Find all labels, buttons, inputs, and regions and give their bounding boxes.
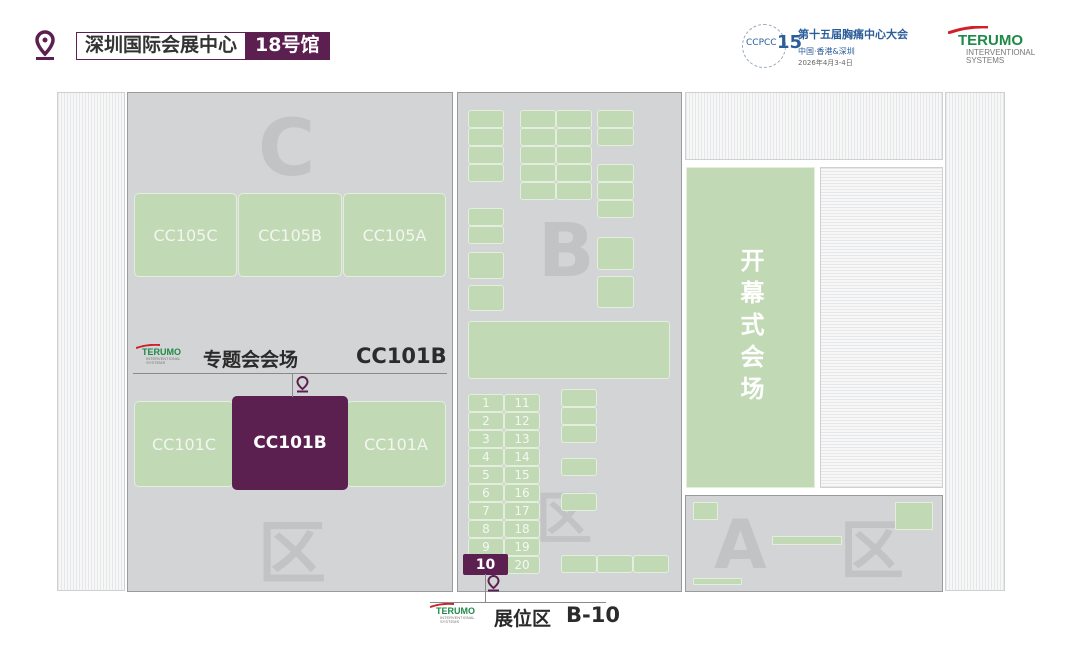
opening-ceremony-label: 开幕式会场 (736, 247, 764, 408)
booth[interactable] (468, 146, 504, 164)
event-subtitle: 中国·香港&深圳 (798, 47, 855, 56)
booth-18[interactable]: 18 (504, 520, 540, 538)
booth-5[interactable]: 5 (468, 466, 504, 484)
zone-c-qu-label: 区 (258, 515, 327, 594)
zone-a-qu-label: 区 (840, 515, 904, 589)
callout-c-line (133, 373, 447, 374)
terumo-logo-small: TERUMO INTERVENTIONAL SYSTEMS (134, 344, 198, 365)
booth[interactable] (597, 128, 634, 146)
booth[interactable] (561, 389, 597, 407)
booth[interactable] (772, 536, 842, 545)
hall-a-top-area (685, 92, 943, 160)
booth-17[interactable]: 17 (504, 502, 540, 520)
terumo-logo: TERUMO INTERVENTIONAL SYSTEMS (946, 26, 1056, 65)
booth-8[interactable]: 8 (468, 520, 504, 538)
room-cc101b-highlight[interactable]: CC101B (232, 396, 348, 490)
booth[interactable] (597, 555, 633, 573)
booth[interactable] (520, 146, 556, 164)
booth-3[interactable]: 3 (468, 430, 504, 448)
room-cc101a[interactable]: CC101A (346, 401, 446, 487)
right-corridor (945, 92, 1005, 591)
booth-10-highlight[interactable]: 10 (463, 554, 508, 575)
booth-7[interactable]: 7 (468, 502, 504, 520)
booth-11[interactable]: 11 (504, 394, 540, 412)
booth[interactable] (468, 226, 504, 244)
event-badge: CCPCC (746, 38, 777, 48)
booth[interactable] (520, 110, 556, 128)
booth-15[interactable]: 15 (504, 466, 540, 484)
booth[interactable] (468, 208, 504, 226)
room-cc105b[interactable]: CC105B (238, 193, 342, 277)
booth[interactable] (561, 493, 597, 511)
booth[interactable] (520, 182, 556, 200)
room-cc105c[interactable]: CC105C (134, 193, 237, 277)
booth[interactable] (520, 164, 556, 182)
zone-b-label: B (538, 208, 595, 294)
booth-20[interactable]: 20 (504, 556, 540, 574)
booth[interactable] (468, 110, 504, 128)
callout-b-connector (485, 574, 486, 602)
booth-14[interactable]: 14 (504, 448, 540, 466)
opening-ceremony-venue[interactable]: 开幕式会场 (686, 167, 815, 488)
booth[interactable] (561, 458, 597, 476)
event-logo: CCPCC 15 第十五届胸痛中心大会 中国·香港&深圳 2026年4月3-4日 (742, 22, 962, 74)
zone-c-label: C (258, 104, 316, 194)
terumo-logo-small: TERUMO INTERVENTIONAL SYSTEMS (428, 603, 492, 624)
booth-4[interactable]: 4 (468, 448, 504, 466)
event-title: 第十五届胸痛中心大会 (798, 28, 908, 41)
callout-b-line (430, 602, 606, 603)
booth-large[interactable] (468, 321, 670, 379)
room-cc105a[interactable]: CC105A (343, 193, 446, 277)
event-date: 2026年4月3-4日 (798, 59, 853, 67)
booth[interactable] (693, 578, 742, 585)
booth[interactable] (561, 555, 597, 573)
booth[interactable] (693, 502, 718, 520)
booth-12[interactable]: 12 (504, 412, 540, 430)
booth[interactable] (468, 252, 504, 279)
booth[interactable] (556, 110, 592, 128)
zone-b-qu-label: 区 (536, 487, 592, 552)
booth[interactable] (597, 164, 634, 182)
callout-c-room: CC101B (356, 344, 447, 368)
left-corridor (57, 92, 125, 591)
booth-2[interactable]: 2 (468, 412, 504, 430)
booth[interactable] (597, 182, 634, 200)
booth[interactable] (597, 200, 634, 218)
callout-c-label: 专题会会场 (203, 349, 299, 371)
booth[interactable] (556, 164, 592, 182)
booth-13[interactable]: 13 (504, 430, 540, 448)
zone-a-label: A (714, 506, 767, 585)
booth[interactable] (633, 555, 669, 573)
callout-b-label: 展位区 (494, 608, 552, 630)
booth-1[interactable]: 1 (468, 394, 504, 412)
booth-19[interactable]: 19 (504, 538, 540, 556)
event-number: 15 (777, 32, 803, 53)
booth[interactable] (468, 128, 504, 146)
booth-6[interactable]: 6 (468, 484, 504, 502)
hall-number: 18号馆 (245, 33, 330, 59)
booth[interactable] (597, 237, 634, 270)
location-pin-icon (487, 574, 500, 596)
location-pin-icon (296, 375, 309, 397)
booth[interactable] (895, 502, 933, 530)
booth[interactable] (561, 407, 597, 425)
venue-name: 深圳国际会展中心 (85, 34, 238, 56)
booth[interactable] (597, 276, 634, 308)
callout-c-connector (292, 373, 293, 397)
booth-16[interactable]: 16 (504, 484, 540, 502)
hall-a-side-area (820, 167, 943, 488)
booth[interactable] (468, 285, 504, 311)
booth[interactable] (520, 128, 556, 146)
location-pin-icon (34, 30, 56, 66)
booth[interactable] (556, 128, 592, 146)
callout-b-booth: B-10 (566, 603, 620, 627)
venue-title: 深圳国际会展中心 18号馆 (76, 32, 331, 60)
booth[interactable] (468, 164, 504, 182)
booth[interactable] (597, 110, 634, 128)
hall-c (127, 92, 453, 592)
room-cc101c[interactable]: CC101C (134, 401, 234, 487)
booth[interactable] (561, 425, 597, 443)
booth[interactable] (556, 182, 592, 200)
booth[interactable] (556, 146, 592, 164)
